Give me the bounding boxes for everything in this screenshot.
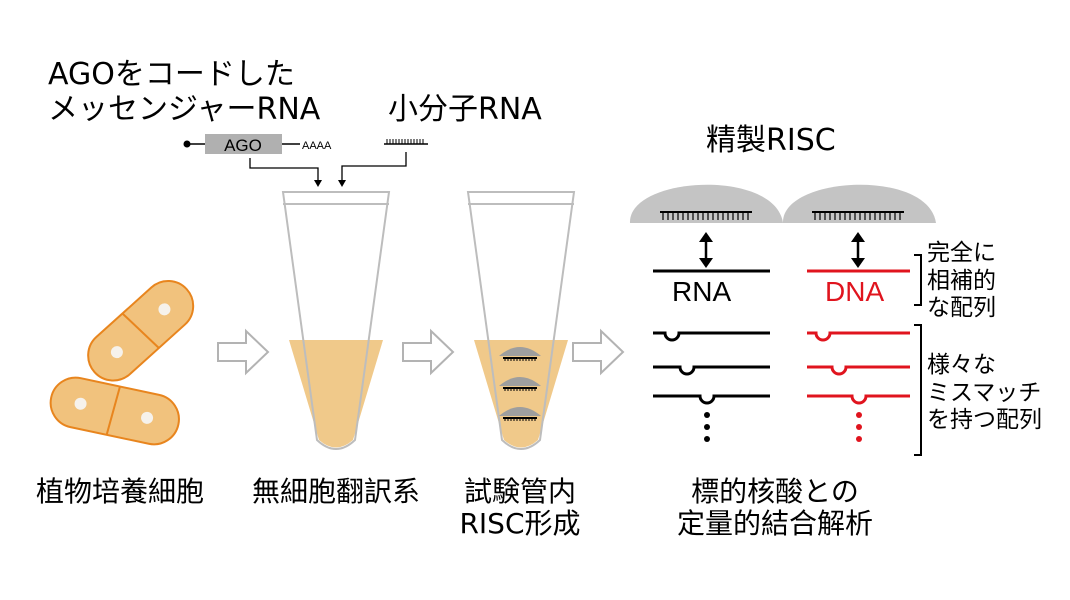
mismatch-label-line: 様々な [927, 352, 996, 378]
risc-in-tube [499, 347, 541, 421]
complementary-label: 完全に 相補的 な配列 [927, 240, 996, 323]
mrna-label-line2: メッセンジャーRNA [48, 92, 321, 127]
input-connectors [249, 152, 407, 180]
step-caption-cells: 植物培養細胞 [20, 475, 220, 508]
plant-cell-upper [87, 279, 195, 382]
step-caption-risc-formation: 試験管内 RISC形成 [430, 475, 610, 541]
complementary-label-line: 完全に [927, 240, 996, 266]
bracket-complementary [914, 254, 922, 306]
bracket-mismatch [914, 324, 922, 456]
step-arrows [217, 328, 625, 376]
ago-box-label: AGO [224, 136, 262, 155]
mismatch-label: 様々な ミスマッチ を持つ配列 [927, 352, 1042, 435]
step-caption-line: 定量的結合解析 [676, 507, 873, 541]
mismatch-dna-lines [807, 331, 910, 405]
complementary-label-line: な配列 [927, 295, 996, 322]
step-caption-binding-analysis: 標的核酸との 定量的結合解析 [660, 475, 890, 541]
plant-cells [49, 279, 195, 446]
mismatch-label-line: ミスマッチ [927, 379, 1042, 406]
step-caption-line: 標的核酸との [691, 475, 859, 508]
arrow-1 [217, 328, 270, 376]
smallrna-label: 小分子RNA [388, 92, 542, 127]
purified-risc-rna [629, 184, 783, 223]
step-caption-translation: 無細胞翻訳系 [233, 475, 439, 508]
purified-risc-dna [782, 184, 936, 223]
step-caption-line: 無細胞翻訳系 [251, 475, 420, 508]
mismatch-dna-dots [856, 412, 862, 442]
ago-box [205, 134, 282, 154]
tube-risc-formation [466, 191, 576, 450]
mismatch-rna-dots [704, 412, 710, 442]
mismatch-label-line: を持つ配列 [927, 407, 1042, 434]
arrow-2 [402, 328, 455, 376]
polya-label: AAAA [302, 140, 332, 152]
target-rna-label: RNA [672, 276, 732, 307]
target-dna-label: DNA [825, 276, 885, 307]
small-rna-icon [384, 139, 428, 145]
step-caption-line: 試験管内 [463, 475, 576, 508]
purified-risc-label: 精製RISC [706, 123, 836, 158]
step-caption-line: 植物培養細胞 [35, 475, 204, 508]
mrna-label-line1: AGOをコードした [48, 57, 295, 92]
binding-arrows [699, 232, 865, 268]
complementary-label-line: 相補的 [927, 267, 996, 294]
arrow-3 [572, 328, 625, 376]
mismatch-rna-lines [653, 331, 770, 405]
plant-cell-lower [49, 376, 180, 446]
step-caption-line: RISC形成 [459, 507, 581, 541]
tube-translation [281, 191, 391, 450]
mrna-construct [183, 134, 300, 154]
